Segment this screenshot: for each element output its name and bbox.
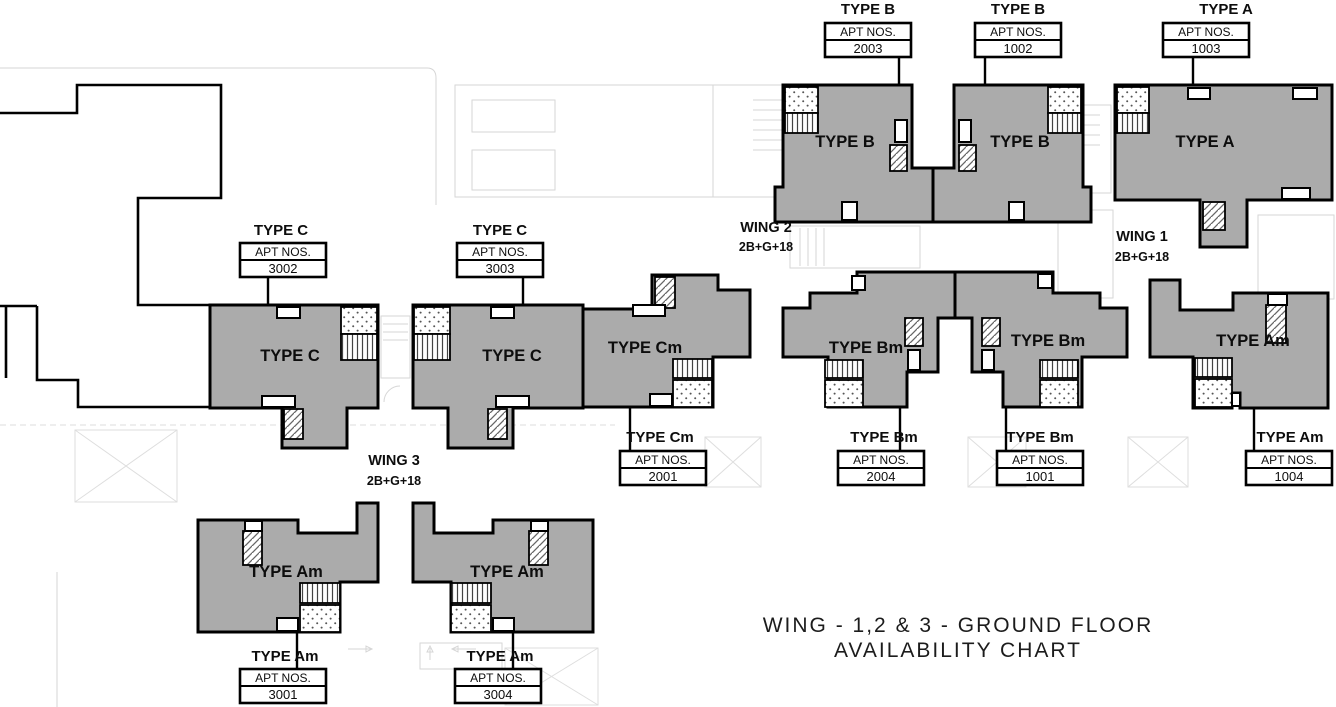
unit-3004[interactable]: TYPE Am — [411, 501, 595, 634]
apt-nos-header: APT NOS. — [853, 453, 909, 467]
callout-3003-type: TYPE C — [473, 222, 527, 239]
apt-nos-header: APT NOS. — [990, 25, 1046, 39]
callout-3001[interactable]: TYPE Am APT NOS. 3001 — [238, 632, 328, 705]
callout-3002-apt: 3002 — [269, 261, 298, 276]
callout-2004-type: TYPE Bm — [850, 429, 918, 446]
unit-2004[interactable]: TYPE Bm — [781, 270, 957, 409]
unit-3001-label: TYPE Am — [249, 563, 323, 581]
callout-1001-apt: 1001 — [1026, 469, 1055, 484]
callout-1004[interactable]: TYPE Am APT NOS. 1004 — [1244, 408, 1334, 487]
unit-2004-label: TYPE Bm — [829, 339, 903, 357]
unit-3003[interactable]: TYPE C — [411, 303, 585, 450]
chart-title-line2: AVAILABILITY CHART — [834, 639, 1082, 662]
callout-2001-type: TYPE Cm — [626, 429, 694, 446]
callout-3004-type: TYPE Am — [467, 648, 534, 665]
callout-1003-type: TYPE A — [1199, 1, 1253, 18]
callout-1004-apt: 1004 — [1275, 469, 1304, 484]
unit-1001[interactable]: TYPE Bm — [953, 270, 1129, 409]
callout-3001-apt: 3001 — [269, 687, 298, 702]
callout-3004[interactable]: TYPE Am APT NOS. 3004 — [453, 632, 543, 705]
apt-nos-header: APT NOS. — [1178, 25, 1234, 39]
callout-1002-apt: 1002 — [1004, 41, 1033, 56]
apt-nos-header: APT NOS. — [470, 671, 526, 685]
chart-title-line1: WING - 1,2 & 3 - GROUND FLOOR — [763, 614, 1154, 637]
wing-2-label: WING 2 2B+G+18 — [739, 220, 793, 254]
unit-3002-label: TYPE C — [260, 347, 320, 365]
callout-1002-type: TYPE B — [991, 1, 1045, 18]
callout-1003[interactable]: TYPE A APT NOS. 1003 — [1161, 1, 1253, 86]
callout-3004-apt: 3004 — [484, 687, 513, 702]
callout-1004-type: TYPE Am — [1257, 429, 1324, 446]
wing-3-name: WING 3 — [368, 453, 420, 469]
unit-1004-label: TYPE Am — [1216, 332, 1290, 350]
unit-1004[interactable]: TYPE Am — [1148, 278, 1330, 410]
callout-2004[interactable]: TYPE Bm APT NOS. 2004 — [836, 407, 926, 487]
callout-3003[interactable]: TYPE C APT NOS. 3003 — [455, 222, 545, 306]
wing-1-label: WING 1 2B+G+18 — [1115, 229, 1169, 264]
unit-3003-label: TYPE C — [482, 347, 542, 365]
wing-3-config: 2B+G+18 — [367, 474, 421, 488]
callout-2001[interactable]: TYPE Cm APT NOS. 2001 — [618, 407, 708, 487]
unit-2001[interactable]: TYPE Cm — [581, 273, 752, 409]
wing-1-name: WING 1 — [1116, 229, 1168, 245]
apt-nos-header: APT NOS. — [255, 671, 311, 685]
unit-1001-label: TYPE Bm — [1011, 332, 1085, 350]
callout-2004-apt: 2004 — [867, 469, 896, 484]
unit-1002-label: TYPE B — [990, 133, 1050, 151]
callout-2003-apt: 2003 — [854, 41, 883, 56]
unit-2001-label: TYPE Cm — [608, 339, 682, 357]
apt-nos-header: APT NOS. — [840, 25, 896, 39]
unit-2003[interactable]: TYPE B — [773, 83, 935, 224]
callout-2003-type: TYPE B — [841, 1, 895, 18]
building-outline — [0, 83, 223, 409]
callout-1002[interactable]: TYPE B APT NOS. 1002 — [973, 1, 1063, 86]
apt-nos-header: APT NOS. — [1261, 453, 1317, 467]
callout-2003[interactable]: TYPE B APT NOS. 2003 — [823, 1, 913, 86]
callout-3001-type: TYPE Am — [252, 648, 319, 665]
callout-1003-apt: 1003 — [1192, 41, 1221, 56]
unit-2003-label: TYPE B — [815, 133, 875, 151]
callout-3002-type: TYPE C — [254, 222, 308, 239]
wing-1-config: 2B+G+18 — [1115, 250, 1169, 264]
chart-title: WING - 1,2 & 3 - GROUND FLOOR AVAILABILI… — [763, 614, 1154, 662]
unit-1003-label: TYPE A — [1176, 133, 1235, 151]
callout-3002[interactable]: TYPE C APT NOS. 3002 — [238, 222, 328, 306]
callout-2001-apt: 2001 — [649, 469, 678, 484]
unit-3004-label: TYPE Am — [470, 563, 544, 581]
callout-3003-apt: 3003 — [486, 261, 515, 276]
wing-3-label: WING 3 2B+G+18 — [367, 453, 421, 488]
apt-nos-header: APT NOS. — [1012, 453, 1068, 467]
callout-1001[interactable]: TYPE Bm APT NOS. 1001 — [995, 407, 1085, 487]
apt-nos-header: APT NOS. — [255, 245, 311, 259]
unit-3001[interactable]: TYPE Am — [196, 501, 380, 634]
unit-1002[interactable]: TYPE B — [931, 83, 1093, 224]
unit-1003[interactable]: TYPE A — [1113, 83, 1334, 249]
wing-2-config: 2B+G+18 — [739, 240, 793, 254]
unit-3002[interactable]: TYPE C — [208, 303, 380, 450]
apt-nos-header: APT NOS. — [635, 453, 691, 467]
wing-2-name: WING 2 — [740, 220, 792, 236]
apt-nos-header: APT NOS. — [472, 245, 528, 259]
callout-1001-type: TYPE Bm — [1006, 429, 1074, 446]
